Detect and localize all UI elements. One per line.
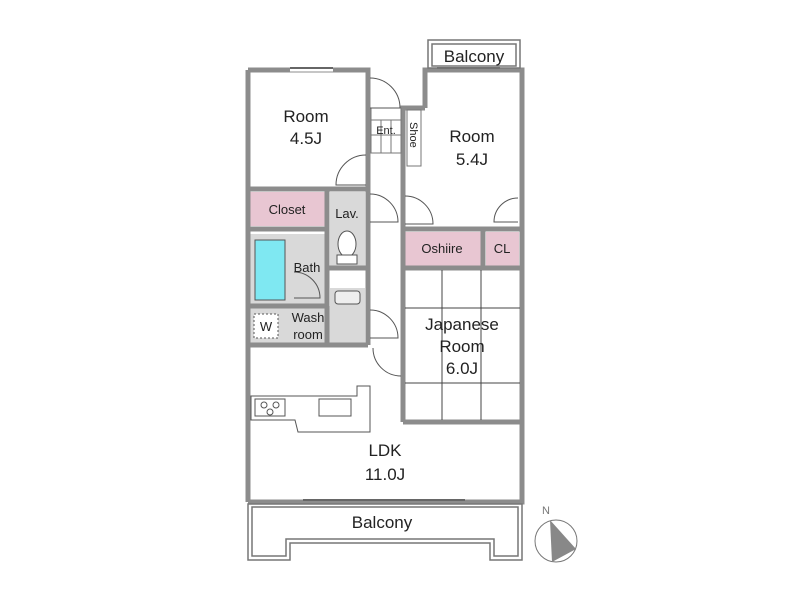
balcony-outlines [247, 39, 523, 561]
balcony-bottom-label: Balcony [352, 513, 413, 532]
closet-label: Closet [269, 202, 306, 217]
doors [293, 77, 519, 377]
washer-label: W [260, 319, 273, 334]
bathtub-icon [254, 239, 286, 301]
wash-room-label-1: Wash [292, 310, 325, 325]
cl-area [486, 232, 519, 266]
room2-name: Room [449, 127, 494, 146]
japanese-room-size: 6.0J [446, 359, 478, 378]
compass-icon [534, 519, 578, 563]
entrance-steps [370, 107, 422, 167]
room1-size: 4.5J [290, 129, 322, 148]
japanese-room-name-1: Japanese [425, 315, 499, 334]
bath-label: Bath [294, 260, 321, 275]
entrance-label: Ent. [376, 125, 396, 137]
room2-size: 5.4J [456, 150, 488, 169]
cl-label: CL [494, 241, 511, 256]
oshiire-label: Oshiire [421, 241, 462, 256]
room1-name: Room [283, 107, 328, 126]
japanese-room-name-2: Room [439, 337, 484, 356]
kitchen-counter [250, 385, 371, 433]
oshiire-area [405, 232, 481, 266]
closet-area [250, 192, 325, 226]
tatami-grid [405, 270, 520, 420]
ldk-name: LDK [368, 441, 402, 460]
washer-icon [253, 313, 279, 339]
lav-label: Lav. [335, 206, 359, 221]
kitchen-sink-icon [318, 398, 352, 417]
sink-icon [334, 290, 361, 305]
toilet-icon [336, 230, 358, 265]
shoe-label: Shoe [407, 122, 419, 148]
walls [245, 67, 525, 505]
ldk-size: 11.0J [365, 465, 405, 484]
compass-north-label: N [542, 505, 550, 517]
balcony-top-label: Balcony [444, 47, 505, 66]
wash-room-label-2: room [293, 327, 323, 342]
